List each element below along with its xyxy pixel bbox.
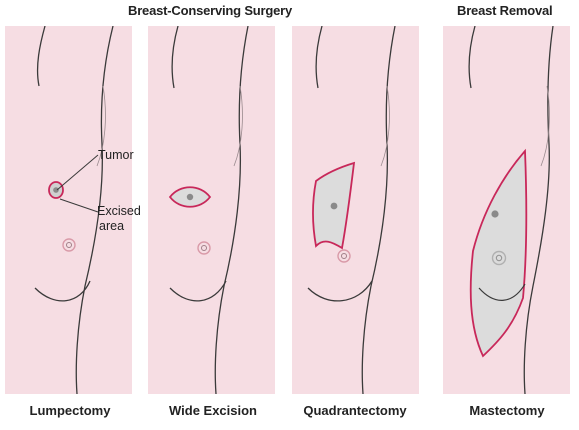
panel-quadrantectomy	[292, 26, 419, 394]
caption-mastectomy: Mastectomy	[437, 403, 577, 418]
panel-mastectomy	[443, 26, 570, 394]
caption-wide-excision: Wide Excision	[143, 403, 283, 418]
label-excised-line2: area	[97, 219, 141, 234]
label-tumor: Tumor	[98, 148, 134, 163]
quadrantectomy-illustration	[292, 26, 419, 394]
header-breast-conserving-surgery: Breast-Conserving Surgery	[128, 3, 292, 18]
panel-wide-excision	[148, 26, 275, 394]
caption-quadrantectomy: Quadrantectomy	[285, 403, 425, 418]
wide-excision-illustration	[148, 26, 275, 394]
label-excised-area: Excised area	[97, 204, 141, 234]
label-excised-line1: Excised	[97, 204, 141, 219]
mastectomy-illustration	[443, 26, 570, 394]
caption-lumpectomy: Lumpectomy	[0, 403, 140, 418]
header-breast-removal: Breast Removal	[457, 3, 552, 18]
